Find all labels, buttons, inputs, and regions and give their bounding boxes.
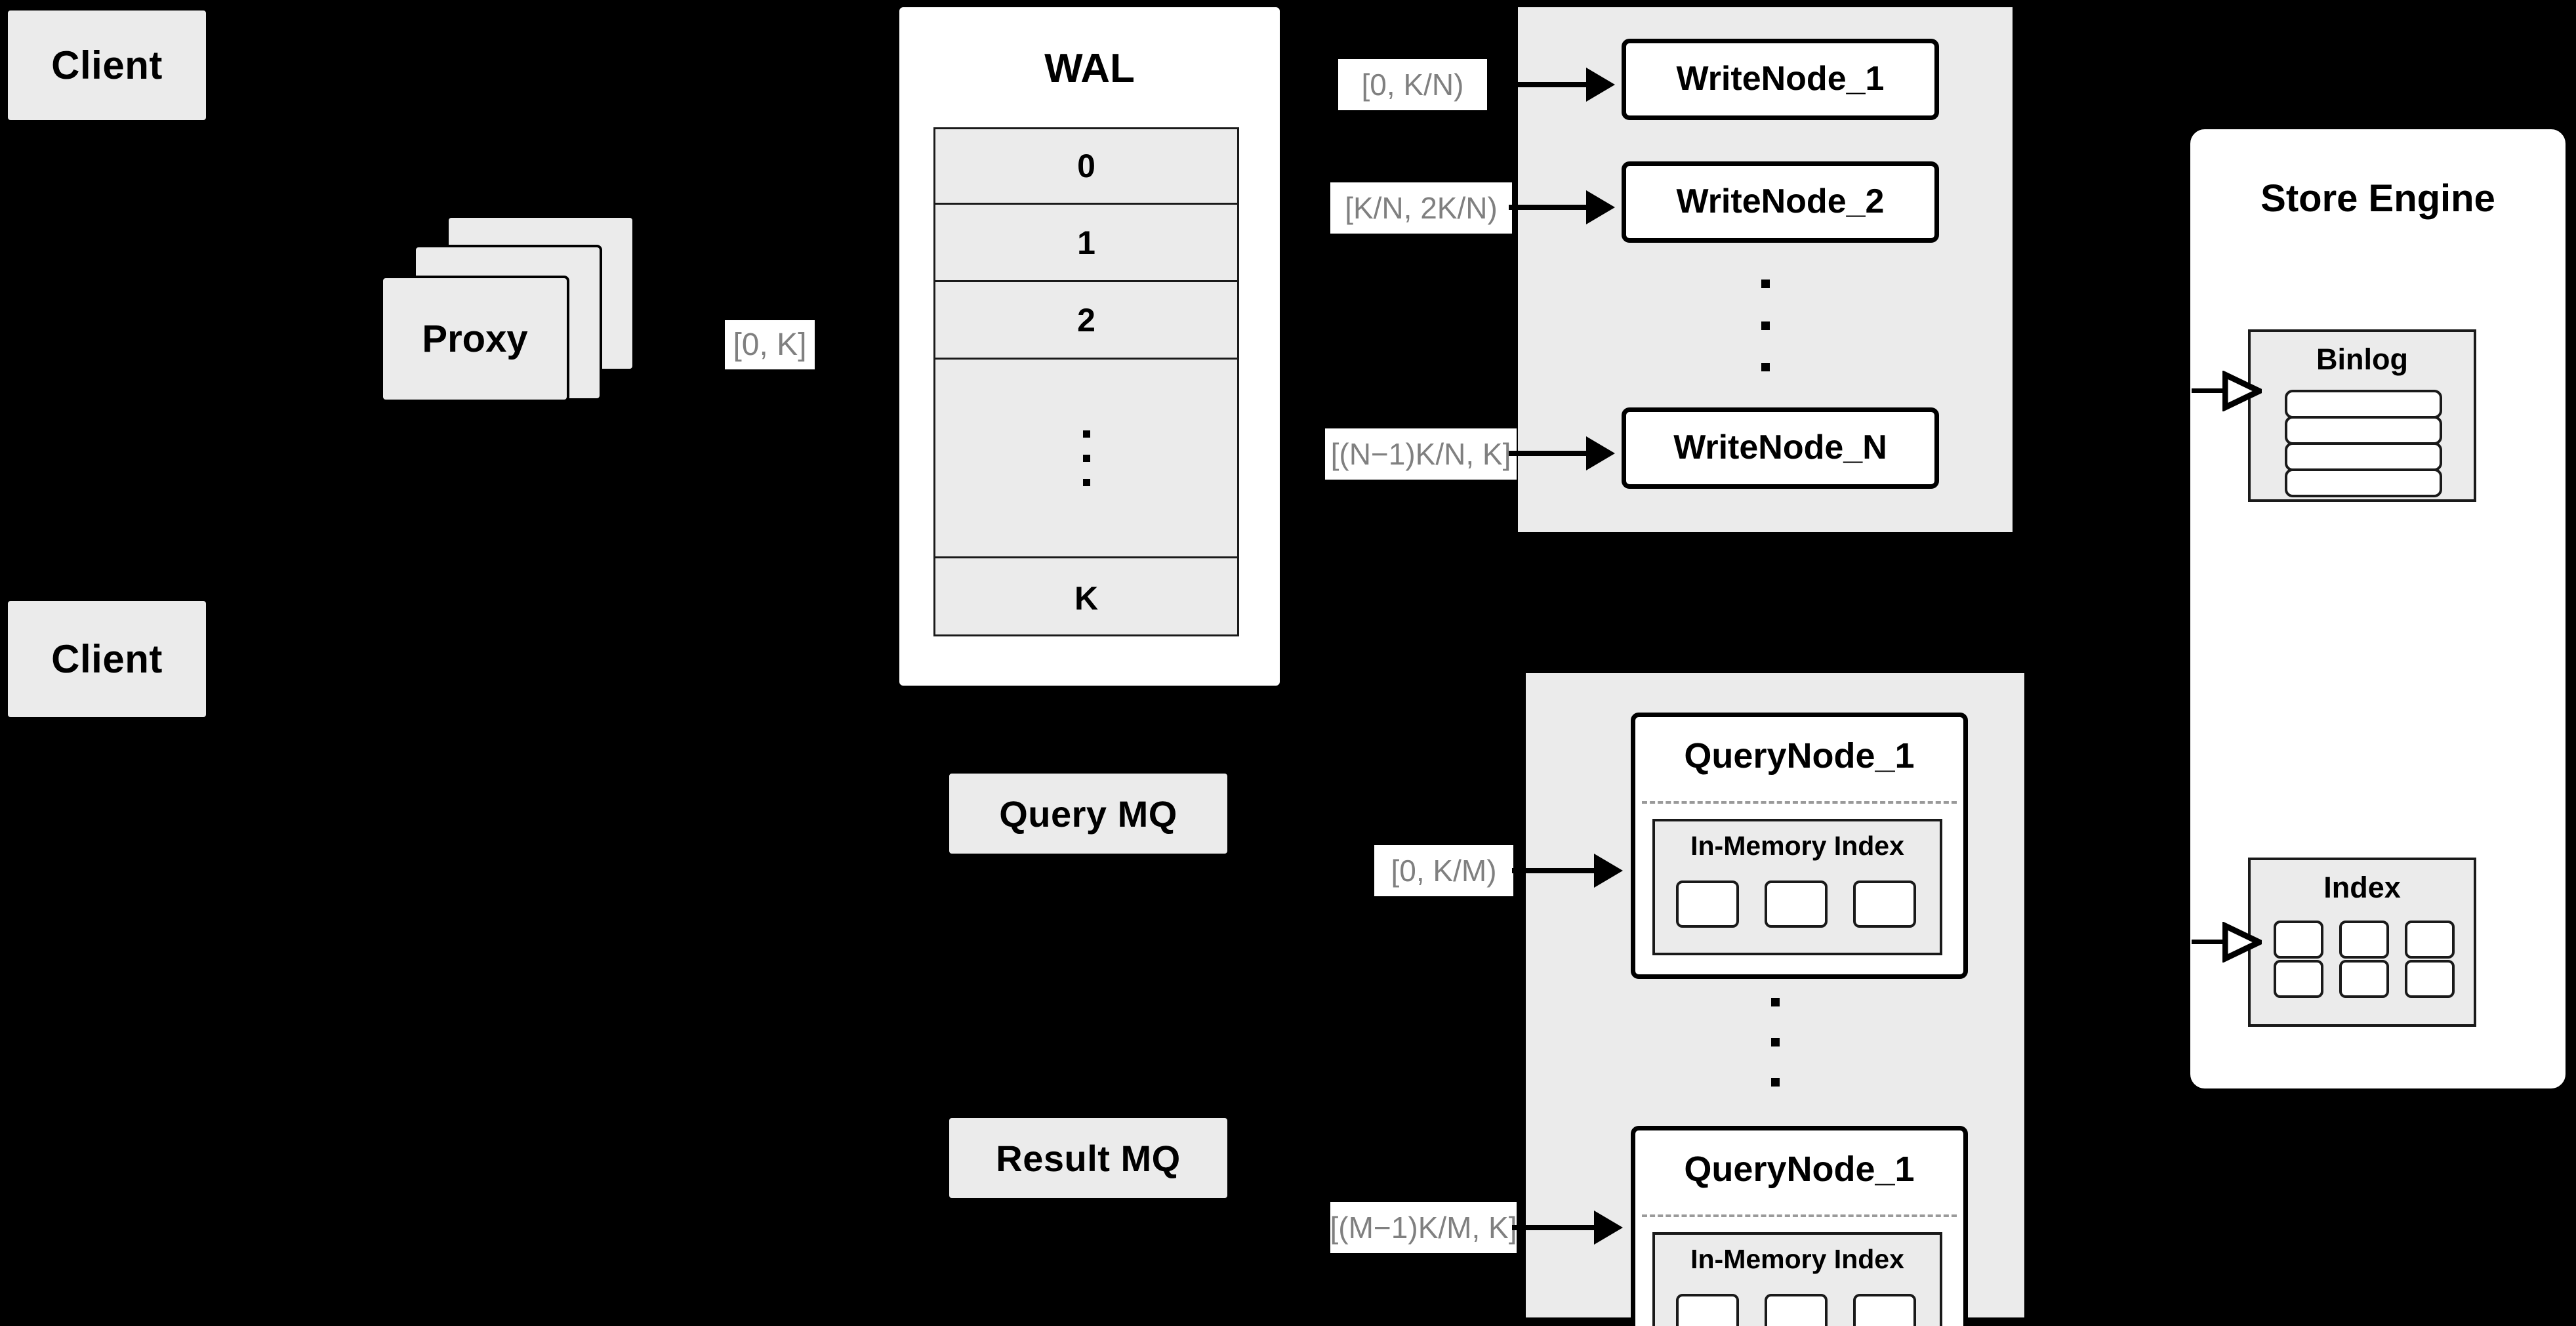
arrow-right-solid-icon bbox=[1586, 190, 1615, 224]
vertical-ellipsis-icon bbox=[1761, 321, 1770, 330]
binlog-title: Binlog bbox=[2316, 342, 2408, 376]
index-cell[interactable] bbox=[2339, 960, 2389, 998]
index-cell[interactable] bbox=[2339, 921, 2389, 959]
binlog-box: Binlog bbox=[2248, 329, 2476, 502]
query-node-m[interactable]: QueryNode_1 In-Memory Index bbox=[1631, 1126, 1968, 1326]
proxy-label: Proxy bbox=[422, 318, 528, 360]
range-label-write-node-1: [0, K/N) bbox=[1338, 59, 1487, 110]
vertical-ellipsis-icon bbox=[1761, 280, 1770, 288]
vertical-ellipsis-icon bbox=[1082, 454, 1090, 462]
result-mq-label: Result MQ bbox=[996, 1137, 1181, 1179]
wal-row-0[interactable]: 0 bbox=[935, 129, 1237, 205]
range-label-write-node-n-text: [(N−1)K/N, K] bbox=[1330, 437, 1511, 471]
client-node-1-label: Client bbox=[51, 43, 163, 87]
arrow-right-solid-icon bbox=[1586, 436, 1615, 470]
index-cell[interactable] bbox=[1853, 881, 1916, 928]
arrow-right-open-icon bbox=[2222, 371, 2262, 411]
index-cell[interactable] bbox=[2405, 921, 2455, 959]
vertical-ellipsis-icon bbox=[1082, 430, 1090, 438]
range-label-write-node-n: [(N−1)K/N, K] bbox=[1325, 428, 1517, 480]
proxy-stack[interactable]: Proxy bbox=[380, 215, 669, 432]
query-mq-label: Query MQ bbox=[999, 793, 1177, 835]
vertical-ellipsis-icon bbox=[1082, 478, 1090, 486]
wal-row-2[interactable]: 2 bbox=[935, 282, 1237, 360]
arrow-right-solid-icon bbox=[1586, 68, 1615, 102]
index-cell[interactable] bbox=[1676, 881, 1739, 928]
index-cell[interactable] bbox=[2274, 960, 2323, 998]
store-engine-title: Store Engine bbox=[2260, 177, 2495, 220]
query-node-ellipsis bbox=[1768, 998, 1782, 1087]
write-node-1[interactable]: WriteNode_1 bbox=[1622, 39, 1939, 120]
wal-title: WAL bbox=[1044, 46, 1135, 91]
range-label-write-node-2: [K/N, 2K/N) bbox=[1330, 182, 1512, 234]
index-box: Index bbox=[2248, 858, 2476, 1027]
binlog-row[interactable] bbox=[2285, 468, 2442, 497]
query-mq-node[interactable]: Query MQ bbox=[947, 771, 1230, 856]
wal-row-1[interactable]: 1 bbox=[935, 205, 1237, 282]
client-node-2[interactable]: Client bbox=[5, 598, 209, 720]
wal-panel: WAL 0 1 2 K bbox=[897, 5, 1282, 688]
wal-row-ellipsis bbox=[935, 360, 1237, 558]
query-node-1-in-memory-index: In-Memory Index bbox=[1652, 819, 1942, 955]
binlog-row[interactable] bbox=[2285, 442, 2442, 471]
range-label-write-node-2-text: [K/N, 2K/N) bbox=[1345, 191, 1498, 225]
index-cell[interactable] bbox=[1676, 1294, 1739, 1326]
store-engine-panel: Store Engine Binlog Index bbox=[2188, 127, 2568, 1091]
write-node-2[interactable]: WriteNode_2 bbox=[1622, 161, 1939, 243]
binlog-row[interactable] bbox=[2285, 390, 2442, 419]
write-node-2-label: WriteNode_2 bbox=[1676, 182, 1885, 220]
query-node-m-separator bbox=[1642, 1214, 1957, 1217]
index-cell[interactable] bbox=[1765, 1294, 1828, 1326]
query-node-m-index-title: In-Memory Index bbox=[1690, 1244, 1904, 1274]
index-cell[interactable] bbox=[1853, 1294, 1916, 1326]
wal-table: 0 1 2 K bbox=[933, 127, 1239, 636]
write-node-n-label: WriteNode_N bbox=[1673, 428, 1887, 466]
wal-row-k[interactable]: K bbox=[1074, 580, 1099, 617]
arrow-line-to-binlog bbox=[2192, 388, 2226, 393]
index-cell[interactable] bbox=[2274, 921, 2323, 959]
arrow-right-open-icon bbox=[2222, 922, 2262, 963]
vertical-ellipsis-icon bbox=[1761, 363, 1770, 371]
range-label-proxy-to-wal: [0, K] bbox=[725, 320, 815, 369]
index-title: Index bbox=[2323, 871, 2401, 904]
client-node-2-label: Client bbox=[51, 637, 163, 681]
arrow-line-to-write-node-n bbox=[1509, 451, 1586, 456]
write-node-1-label: WriteNode_1 bbox=[1676, 60, 1885, 98]
query-node-1-index-title: In-Memory Index bbox=[1690, 831, 1904, 861]
query-node-1-separator bbox=[1642, 801, 1957, 804]
index-cell[interactable] bbox=[1765, 881, 1828, 928]
range-label-query-node-m: [(M−1)K/M, K] bbox=[1330, 1202, 1517, 1253]
arrow-right-solid-icon bbox=[1594, 1211, 1623, 1245]
arrow-line-to-index bbox=[2192, 940, 2226, 944]
query-node-m-label: QueryNode_1 bbox=[1684, 1150, 1915, 1189]
query-node-1[interactable]: QueryNode_1 In-Memory Index bbox=[1631, 713, 1968, 979]
query-node-1-label: QueryNode_1 bbox=[1684, 736, 1915, 776]
vertical-ellipsis-icon bbox=[1770, 1038, 1780, 1046]
result-mq-node[interactable]: Result MQ bbox=[947, 1115, 1230, 1201]
range-label-query-node-1: [0, K/M) bbox=[1374, 845, 1513, 896]
write-node-ellipsis bbox=[1759, 280, 1772, 371]
range-label-write-node-1-text: [0, K/N) bbox=[1361, 68, 1464, 102]
arrow-line-to-query-node-1 bbox=[1512, 868, 1594, 873]
arrow-line-to-query-node-m bbox=[1512, 1225, 1594, 1230]
vertical-ellipsis-icon bbox=[1770, 1078, 1780, 1087]
arrow-line-to-write-node-1 bbox=[1509, 82, 1586, 87]
arrow-right-solid-icon bbox=[1594, 854, 1623, 888]
vertical-ellipsis-icon bbox=[1770, 998, 1780, 1006]
proxy-node[interactable]: Proxy bbox=[380, 276, 569, 402]
binlog-row[interactable] bbox=[2285, 416, 2442, 445]
arrow-line-to-write-node-2 bbox=[1509, 205, 1586, 210]
index-cell[interactable] bbox=[2405, 960, 2455, 998]
range-label-proxy-to-wal-text: [0, K] bbox=[733, 327, 807, 362]
query-node-m-in-memory-index: In-Memory Index bbox=[1652, 1232, 1942, 1326]
client-node-1[interactable]: Client bbox=[5, 8, 209, 123]
write-node-n[interactable]: WriteNode_N bbox=[1622, 407, 1939, 489]
range-label-query-node-1-text: [0, K/M) bbox=[1391, 854, 1497, 888]
range-label-query-node-m-text: [(M−1)K/M, K] bbox=[1330, 1211, 1517, 1245]
